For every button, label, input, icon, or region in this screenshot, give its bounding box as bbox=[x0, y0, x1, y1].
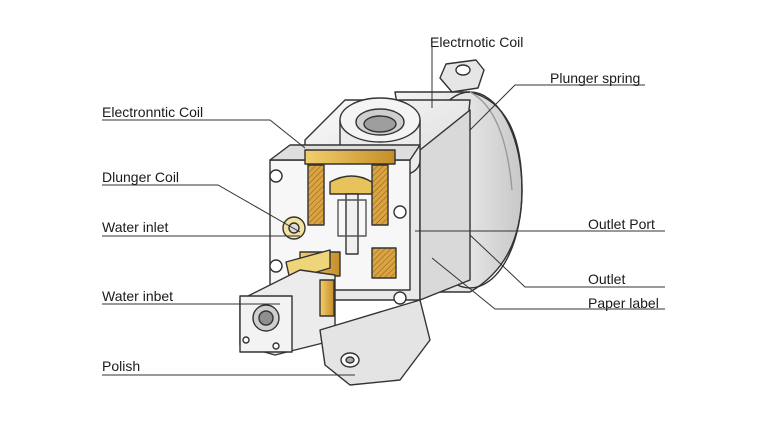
label-left-coil: Electronntic Coil bbox=[102, 104, 204, 120]
label-water-inlet: Water inlet bbox=[102, 219, 169, 235]
label-top-coil: Electrnotic Coil bbox=[430, 34, 524, 50]
mounting-lug bbox=[439, 59, 485, 93]
label-plunger-spring: Plunger spring bbox=[550, 70, 641, 86]
label-outlet: Outlet bbox=[588, 271, 626, 287]
leader-lines bbox=[102, 47, 665, 376]
inlet-nozzle bbox=[239, 269, 336, 356]
leader-left-coil bbox=[102, 119, 306, 149]
cutaway-section bbox=[269, 144, 421, 305]
label-plunger-coil: Dlunger Coil bbox=[102, 169, 180, 185]
leader-plunger-coil bbox=[102, 184, 301, 233]
leader-outlet bbox=[469, 234, 665, 288]
leader-paper-label bbox=[431, 257, 665, 310]
label-paper-label: Paper label bbox=[588, 295, 659, 311]
label-water-inbet: Water inbet bbox=[102, 288, 174, 304]
label-polish: Polish bbox=[102, 358, 141, 374]
label-outlet-port: Outlet Port bbox=[588, 216, 655, 232]
leader-plunger-spring bbox=[469, 84, 645, 131]
base-flange bbox=[319, 299, 431, 386]
